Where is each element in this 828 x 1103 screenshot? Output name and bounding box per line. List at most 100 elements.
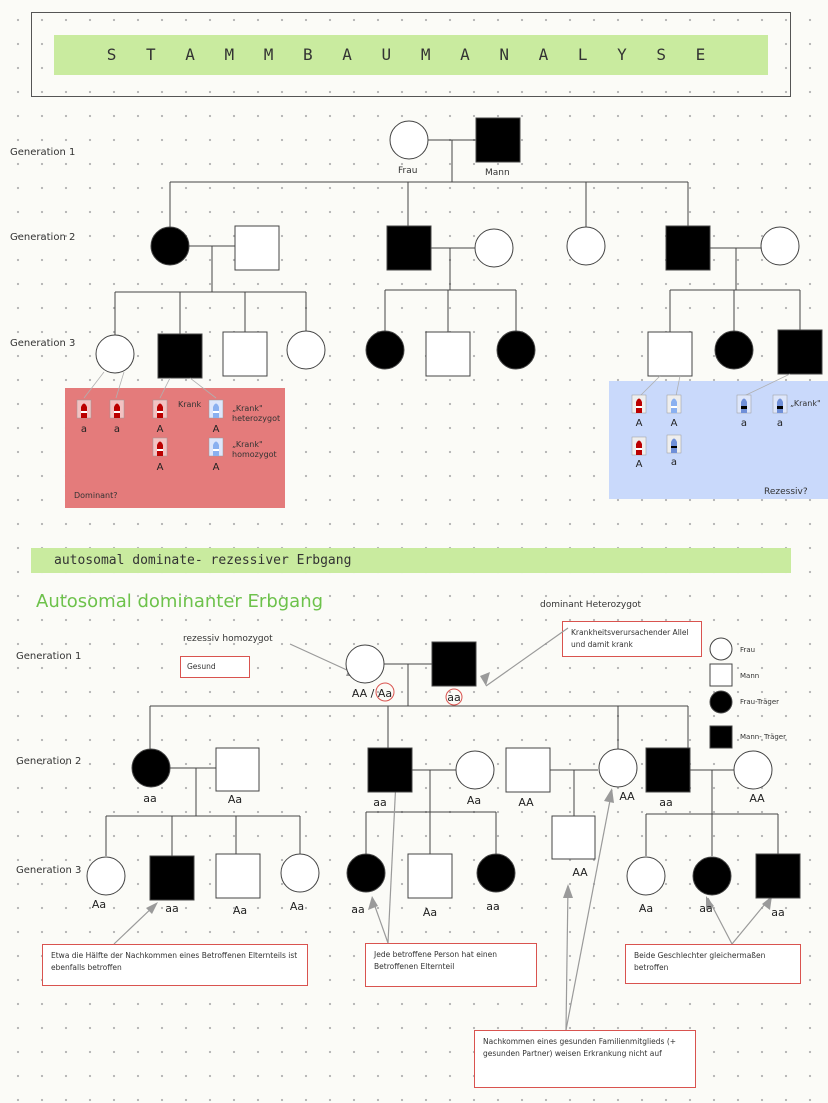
gen3-mann-affected xyxy=(157,333,203,379)
gen3-frau xyxy=(95,334,135,374)
generation-1-label: Generation 1 xyxy=(10,147,76,158)
gen2-genotype-4: Aa xyxy=(467,794,481,807)
note-haelfte-nachkommen: Etwa die Hälfte der Nachkommen eines Bet… xyxy=(42,944,308,986)
gen2-mann-affected-right xyxy=(665,225,711,271)
krank-label: Krank xyxy=(178,400,202,409)
b-gen2-mann-affected-2 xyxy=(645,747,691,793)
gen3-genotype-2: aa xyxy=(165,902,178,915)
legend-mann-label: Mann xyxy=(740,672,760,680)
gen3-mann-affected-2 xyxy=(777,329,823,375)
gen3-genotype-6: Aa xyxy=(423,906,437,919)
b-gen3-mann-single xyxy=(551,815,596,860)
b-gen3-frau-affected-3 xyxy=(692,856,732,896)
rezessiv-label: Rezessiv? xyxy=(764,487,808,497)
gen1-frau xyxy=(389,120,429,160)
rez-allele-5: a xyxy=(741,418,747,429)
legend-frau-icon xyxy=(709,637,733,661)
gen3-genotype-3: Aa xyxy=(233,904,247,917)
b-gen2-mann-2 xyxy=(505,747,551,793)
generation-1-label-bottom: Generation 1 xyxy=(16,651,82,662)
rez-allele-2: A xyxy=(671,418,678,429)
b-gen3-frau-2 xyxy=(280,853,320,893)
b-gen3-mann-2 xyxy=(407,853,453,899)
rez-allele-6: a xyxy=(777,418,783,429)
b-gen2-mann-affected xyxy=(367,747,413,793)
gen2-genotype-6: AA xyxy=(619,790,635,803)
b-gen2-frau-2 xyxy=(598,748,638,788)
gen3-frau-affected xyxy=(365,330,405,370)
krank-heterozygot-label: „Krank" heterozygot xyxy=(232,404,281,423)
gen3-genotype-1: Aa xyxy=(92,898,106,911)
gen3-genotype-5: aa xyxy=(351,903,364,916)
gen2-mann-affected xyxy=(386,225,432,271)
section-bar xyxy=(31,548,791,573)
b-gen2-mann xyxy=(215,747,260,792)
b-gen2-frau-affected xyxy=(131,748,171,788)
rez-allele-3: A xyxy=(636,459,643,470)
gen2-mann xyxy=(234,225,280,271)
krank-quote-label: „Krank" xyxy=(790,399,821,408)
rez-allele-4: a xyxy=(671,457,677,468)
gen3-genotype-8: Aa xyxy=(639,902,653,915)
dom-allele-6: A xyxy=(213,462,220,473)
b-gen3-mann-affected-2 xyxy=(755,853,801,899)
dom-allele-5: A xyxy=(157,462,164,473)
gen3-genotype-7: aa xyxy=(486,900,499,913)
b-gen2-frau xyxy=(455,750,495,790)
gen2-frau-right xyxy=(760,226,800,266)
gen3-mann xyxy=(222,331,268,377)
rezessiv-chromosome-icons xyxy=(631,394,788,456)
rezessiv-homozygot-label: rezessiv homozygot xyxy=(183,634,273,644)
gesund-note: Gesund xyxy=(180,656,250,678)
gen3-genotype-9: aa xyxy=(699,902,712,915)
gen3-frau-affected-3 xyxy=(714,330,754,370)
gen3-frau-affected-2 xyxy=(496,330,536,370)
gen3-genotype-10: aa xyxy=(771,906,784,919)
gen2-genotype-1: aa xyxy=(143,792,156,805)
b-gen3-mann xyxy=(215,853,261,899)
gen3-mann-2 xyxy=(425,331,471,377)
gen2-frau-single xyxy=(566,226,606,266)
mann-label: Mann xyxy=(485,168,510,178)
b-gen3-frau-affected-2 xyxy=(476,853,516,893)
b-gen2-frau-3 xyxy=(733,750,773,790)
gen2-genotype-8: AA xyxy=(749,792,765,805)
title-frame xyxy=(31,12,791,97)
generation-3-label-bottom: Generation 3 xyxy=(16,865,82,876)
gen1-mann-genotype: aa xyxy=(447,691,460,704)
legend-mann-traeger-label: Mann- Träger xyxy=(740,733,786,741)
b-gen3-frau-3 xyxy=(626,856,666,896)
legend-frau-label: Frau xyxy=(740,646,756,654)
note-gesunde-nachkommen: Nachkommen eines gesunden Familienmitgli… xyxy=(474,1030,696,1088)
gen3-mann-3 xyxy=(647,331,693,377)
dominant-chromosome-icons xyxy=(76,399,224,457)
note-betroffener-elternteil: Jede betroffene Person hat einen Betroff… xyxy=(365,943,537,987)
gen2-frau xyxy=(474,228,514,268)
dom-allele-2: a xyxy=(114,424,120,435)
b-gen3-mann-affected xyxy=(149,855,195,901)
legend-frau-traeger-icon xyxy=(709,690,733,714)
gen2-genotype-2: Aa xyxy=(228,793,242,806)
krankheit-note: Krankheitsverursachender Allel und damit… xyxy=(562,621,702,657)
generation-3-label: Generation 3 xyxy=(10,338,76,349)
gen2-frau-affected xyxy=(150,226,190,266)
dom-allele-1: a xyxy=(81,424,87,435)
gen3-genotype-4: Aa xyxy=(290,900,304,913)
b-gen3-frau-affected xyxy=(346,853,386,893)
dom-allele-3: A xyxy=(157,424,164,435)
gen1-frau-genotype: AA / Aa xyxy=(352,687,392,700)
gen2-genotype-5: AA xyxy=(518,796,534,809)
dominant-heterozygot-label: dominant Heterozygot xyxy=(540,600,641,610)
generation-2-label-bottom: Generation 2 xyxy=(16,756,82,767)
title-bar xyxy=(54,35,768,75)
b-gen3-frau xyxy=(86,856,126,896)
legend-frau-traeger-label: Frau-Träger xyxy=(740,698,780,706)
frau-label: Frau xyxy=(398,166,418,176)
rez-allele-1: A xyxy=(636,418,643,429)
generation-2-label: Generation 2 xyxy=(10,232,76,243)
gen1-mann xyxy=(475,117,521,163)
gen3-frau-2 xyxy=(286,330,326,370)
page-title: S T A M M B A U M A N A L Y S E xyxy=(106,45,716,64)
note-beide-geschlechter: Beide Geschlechter gleichermaßen betroff… xyxy=(625,944,801,984)
